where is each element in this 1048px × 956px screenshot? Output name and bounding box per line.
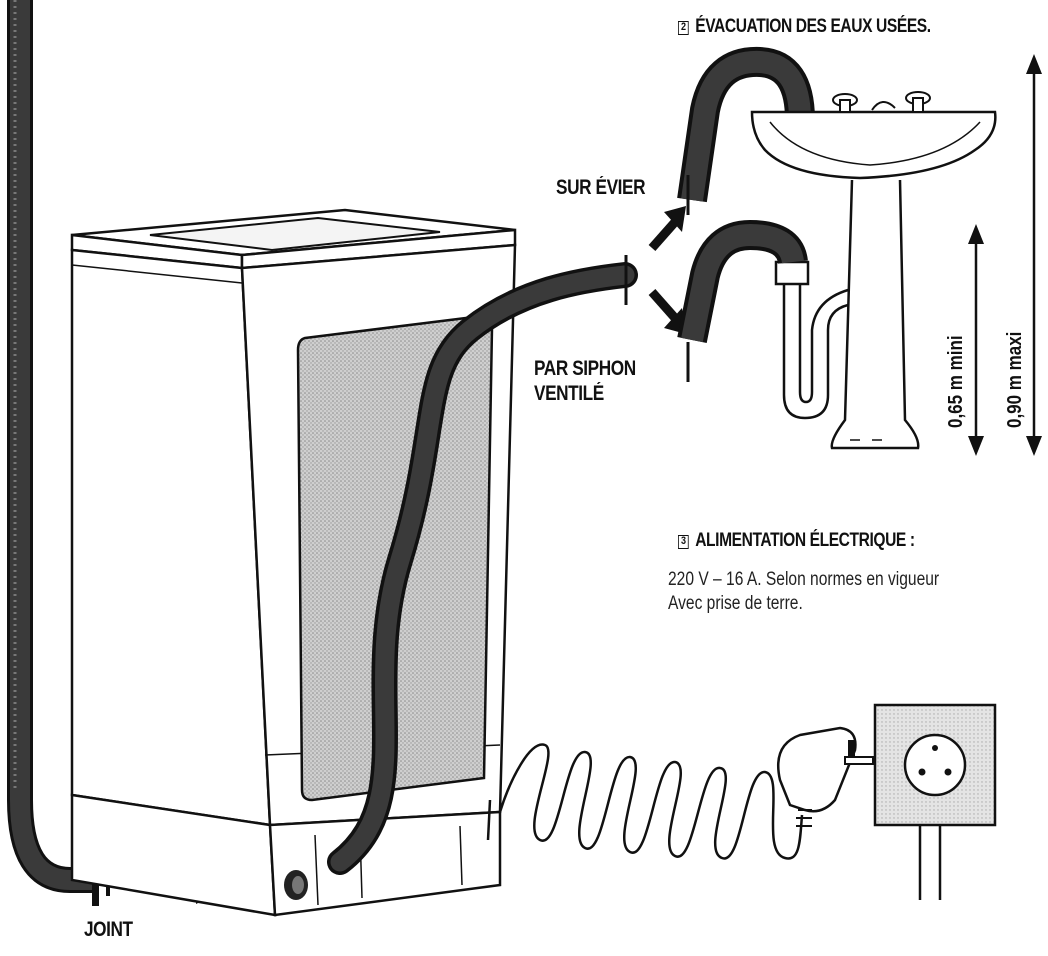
power-cord [486,743,804,860]
drain-section-title-text: ÉVACUATION DES EAUX USÉES. [695,16,931,37]
drain-hose [327,255,638,875]
washing-machine [70,208,517,917]
sink-hose [677,46,815,215]
power-plug [777,726,874,827]
inlet-hose [6,0,92,893]
power-section-title: 3 ALIMENTATION ÉLECTRIQUE : [678,530,915,552]
height-max-arrow [1026,54,1042,456]
siphon-option-label-line1: PAR SIPHON [534,357,636,380]
power-spec-line2: Avec prise de terre. [668,593,803,614]
height-min-arrow [968,224,984,456]
power-section-number: 3 [678,535,689,549]
seal-label: JOINT [84,918,133,941]
sink-option-label: SUR ÉVIER [556,176,646,199]
height-max-label: 0,90 m maxi [1004,331,1026,428]
siphon-option-label-line2: VENTILÉ [534,382,604,405]
wall-socket [873,703,997,900]
siphon-trap [677,219,849,420]
height-min-label: 0,65 m mini [945,335,967,428]
drain-section-title: 2 ÉVACUATION DES EAUX USÉES. [678,16,931,38]
power-section-title-text: ALIMENTATION ÉLECTRIQUE : [695,530,915,551]
wash-basin [750,91,997,450]
power-spec-line1: 220 V – 16 A. Selon normes en vigueur [668,569,940,590]
option-arrows [648,206,686,334]
drain-section-number: 2 [678,21,689,35]
